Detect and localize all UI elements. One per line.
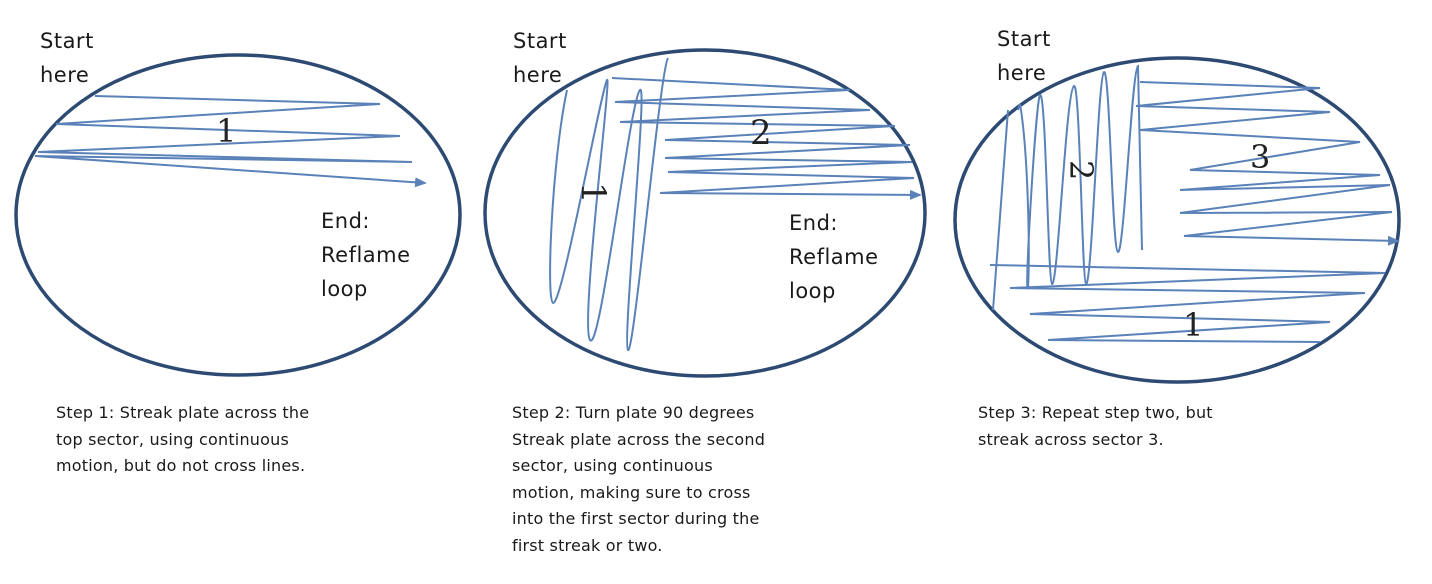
step-3-caption: Step 3: Repeat step two, but streak acro… — [978, 403, 1213, 449]
petri-dish-1 — [14, 53, 462, 377]
plate-1: 1 — [14, 53, 462, 377]
step-2-caption: Step 2: Turn plate 90 degrees Streak pla… — [512, 403, 766, 555]
step-1-caption: Step 1: Streak plate across the top sect… — [56, 403, 310, 475]
streak-sector-3 — [1135, 81, 1400, 246]
petri-dish-3 — [953, 56, 1401, 384]
streak-sector-2 — [611, 77, 922, 200]
petri-dish-2 — [483, 48, 927, 378]
streak-sector-1 — [989, 264, 1386, 343]
sector-label-3: 3 — [1250, 138, 1270, 176]
streak-loops-sector-1 — [549, 57, 669, 352]
sector-label-1: 1 — [216, 112, 236, 150]
streak-sector-1 — [34, 95, 427, 188]
sector-label-1: 1 — [1183, 306, 1203, 344]
sector-label-2: 2 — [1062, 160, 1100, 180]
plate-2: 1 2 — [483, 48, 927, 378]
streak-loops-sector-2 — [1017, 64, 1143, 290]
sector-label-1: 1 — [573, 182, 613, 204]
streak-vertical-line — [992, 109, 1009, 311]
plate-3: 1 2 3 — [953, 56, 1401, 384]
sector-label-2: 2 — [750, 113, 772, 153]
